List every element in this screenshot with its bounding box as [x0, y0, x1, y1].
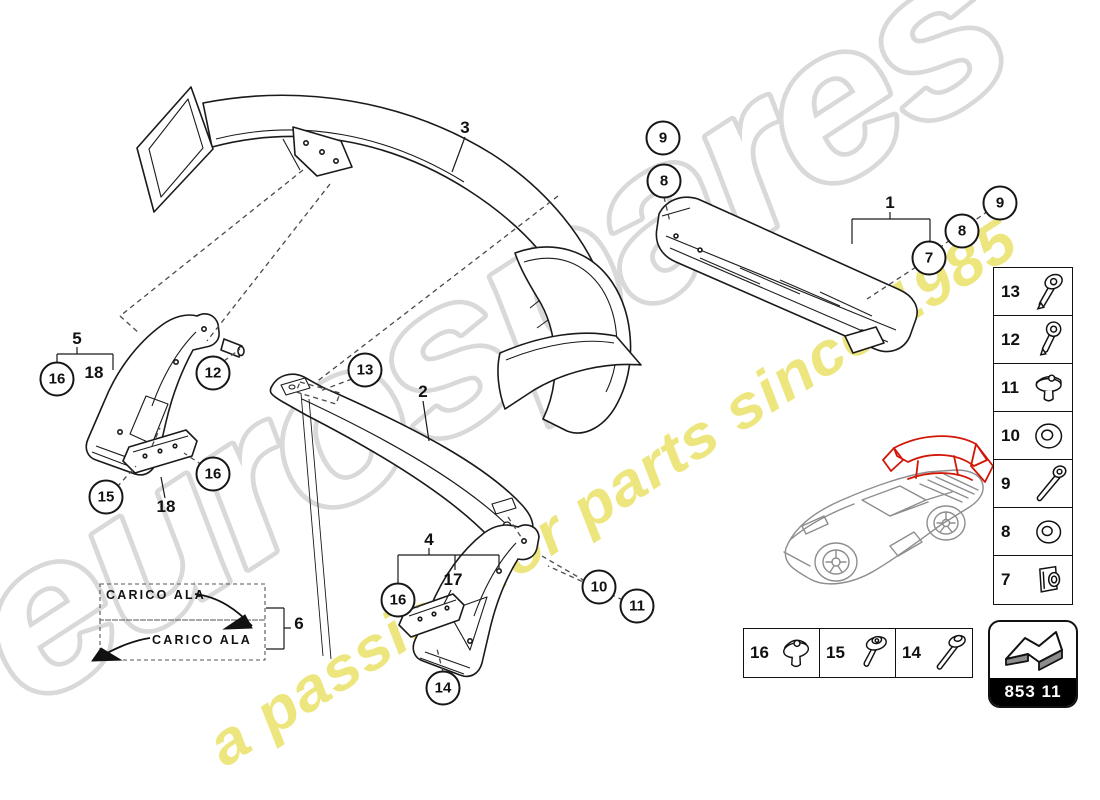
- center-wing-drawing: [269, 373, 534, 547]
- highlighted-rear-wing: [882, 435, 994, 483]
- fastener-strip-item-14[interactable]: 14: [896, 629, 972, 677]
- callout-9-left[interactable]: 9: [645, 120, 681, 156]
- decal-text-top: CARICO ALA: [106, 588, 206, 602]
- fastener-number: 16: [750, 643, 769, 662]
- fastener-strip: 16 15 14: [743, 628, 973, 678]
- rear-wing-assembly-drawing: [655, 196, 918, 354]
- callout-8-left[interactable]: 8: [646, 163, 682, 199]
- part-code-text: 853 11: [1004, 682, 1062, 701]
- wing-load-decal-box: CARICO ALA CARICO ALA: [91, 583, 266, 662]
- fastener-panel-item-7[interactable]: 7: [994, 556, 1072, 604]
- washer-icon: [1034, 422, 1062, 449]
- callout-15[interactable]: 15: [88, 479, 124, 515]
- label-5: 5: [72, 329, 82, 348]
- decal-text-bottom: CARICO ALA: [152, 633, 252, 647]
- upper-wing-drawing: [136, 86, 642, 434]
- part-code-badge[interactable]: 853 11: [988, 620, 1078, 708]
- fastener-strip-item-15[interactable]: 15: [820, 629, 896, 677]
- right-support-bracket-drawing: [398, 524, 540, 678]
- fastener-number: 14: [902, 643, 921, 662]
- callout-16-lower[interactable]: 16: [380, 582, 416, 618]
- pan-head-screw-icon: [1039, 320, 1062, 356]
- car-body-outline: [783, 469, 984, 585]
- callout-8-right[interactable]: 8: [944, 213, 980, 249]
- countersunk-screw-icon: [1036, 273, 1063, 310]
- flanged-fastener-icon: [1035, 373, 1062, 402]
- callout-14[interactable]: 14: [425, 670, 461, 706]
- grommet-fastener-icon: [782, 639, 809, 668]
- fastener-panel: 13 12 11: [993, 267, 1073, 605]
- long-bolt-icon: [1036, 464, 1067, 501]
- callout-16-mid-left[interactable]: 16: [195, 456, 231, 492]
- fastener-number: 9: [1001, 473, 1011, 493]
- fastener-number: 8: [1001, 521, 1011, 541]
- fastener-panel-item-9[interactable]: 9: [994, 460, 1072, 508]
- label-2: 2: [418, 382, 428, 401]
- leader-lines: [56, 136, 931, 660]
- callout-16-upper-left[interactable]: 16: [39, 361, 75, 397]
- spoiler-arrow-icon: [1005, 631, 1063, 671]
- fastener-panel-item-10[interactable]: 10: [994, 412, 1072, 460]
- long-screw-with-washer-icon: [936, 634, 967, 670]
- car-thumbnail: [783, 435, 994, 585]
- fastener-number: 7: [1001, 570, 1011, 589]
- fastener-panel-item-8[interactable]: 8: [994, 508, 1072, 556]
- fastener-number: 12: [1001, 329, 1020, 349]
- fastener-number: 10: [1001, 425, 1020, 445]
- callout-11[interactable]: 11: [619, 588, 655, 624]
- fastener-panel-item-11[interactable]: 11: [994, 364, 1072, 412]
- label-6: 6: [294, 614, 304, 633]
- label-18-upper: 18: [84, 363, 104, 382]
- callout-10[interactable]: 10: [581, 569, 617, 605]
- fastener-number: 11: [1001, 377, 1019, 397]
- left-support-bracket-drawing: [85, 313, 245, 476]
- fastener-panel-item-13[interactable]: 13: [994, 268, 1072, 316]
- fastener-panel-item-12[interactable]: 12: [994, 316, 1072, 364]
- callout-12[interactable]: 12: [195, 355, 231, 391]
- fastener-number: 15: [826, 643, 845, 662]
- label-18-lower: 18: [156, 497, 176, 516]
- callout-7[interactable]: 7: [911, 240, 947, 276]
- clip-nut-icon: [1038, 565, 1060, 593]
- fastener-number: 13: [1001, 281, 1020, 301]
- label-1: 1: [885, 193, 895, 212]
- washer-icon: [1035, 519, 1061, 544]
- part-code-band: 853 11: [990, 678, 1076, 706]
- label-3: 3: [460, 118, 470, 137]
- label-17: 17: [443, 570, 463, 589]
- label-4: 4: [424, 530, 434, 549]
- callout-13[interactable]: 13: [347, 352, 383, 388]
- screw-with-washer-icon: [863, 635, 887, 667]
- callout-9-right[interactable]: 9: [982, 185, 1018, 221]
- fastener-strip-item-16[interactable]: 16: [744, 629, 820, 677]
